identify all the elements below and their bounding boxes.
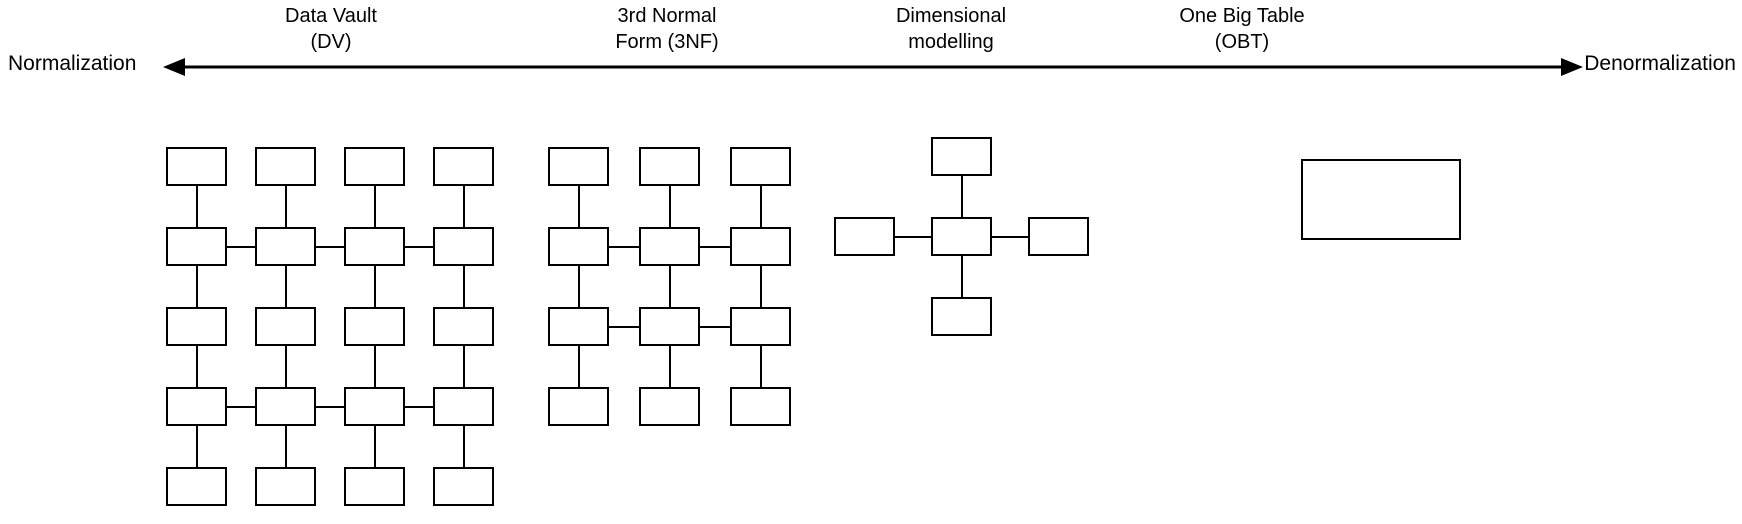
node-box [433,147,494,186]
connector-vertical [577,266,580,307]
connector-horizontal [700,325,730,328]
connector-vertical [759,266,762,307]
connector-horizontal [316,405,344,408]
node-box [639,227,700,266]
node-box-dimension [931,137,992,176]
connector-horizontal [895,235,931,238]
stage-label-data-vault: Data Vault (DV) [285,3,377,55]
connector-vertical [668,346,671,387]
node-box [548,307,609,346]
node-box [255,227,316,266]
connector-vertical [284,266,287,307]
node-box [548,387,609,426]
connector-horizontal [405,405,433,408]
stage-label-dimensional-modelling: Dimensional modelling [896,3,1006,55]
connector-vertical [195,266,198,307]
node-box [730,147,791,186]
connector-vertical [960,176,963,217]
stage-label-line1: Dimensional [895,5,1007,27]
node-box [344,307,405,346]
connector-horizontal [316,245,344,248]
node-box-dimension [1028,217,1089,256]
node-box [433,467,494,506]
node-box [255,307,316,346]
connector-vertical [373,186,376,227]
connector-vertical [462,346,465,387]
stage-label-line1: Data Vault [285,5,377,27]
node-box [433,307,494,346]
connector-vertical [577,346,580,387]
node-box [166,387,227,426]
axis-label-normalization: Normalization [8,52,137,75]
connector-horizontal [227,245,255,248]
node-box [639,307,700,346]
node-box [433,227,494,266]
node-box [730,307,791,346]
normalization-spectrum-arrow [163,58,1583,76]
node-box [548,227,609,266]
connector-vertical [373,346,376,387]
node-box-fact [931,217,992,256]
connector-vertical [284,346,287,387]
connector-horizontal [609,325,639,328]
connector-vertical [759,186,762,227]
node-box [639,387,700,426]
node-box-dimension [834,217,895,256]
node-box [730,227,791,266]
stage-label-line2: Form (3NF) [615,31,719,53]
node-box [166,467,227,506]
connector-vertical [960,256,963,297]
connector-vertical [195,346,198,387]
node-box [255,147,316,186]
node-box [730,387,791,426]
node-box [548,147,609,186]
node-box [344,467,405,506]
node-box [255,467,316,506]
connector-horizontal [609,245,639,248]
connector-vertical [195,186,198,227]
stage-label-line1: One Big Table [1179,5,1305,27]
node-box [639,147,700,186]
node-box [166,227,227,266]
axis-label-denormalization: Denormalization [1584,52,1736,75]
stage-label-line1: 3rd Normal [617,5,717,27]
node-box [344,147,405,186]
connector-vertical [284,186,287,227]
connector-vertical [577,186,580,227]
connector-vertical [668,266,671,307]
connector-horizontal [992,235,1028,238]
connector-horizontal [227,405,255,408]
node-box-one-big-table [1301,159,1461,240]
node-box-dimension [931,297,992,336]
stage-label-line2: (DV) [310,31,352,53]
connector-vertical [195,426,198,467]
connector-vertical [462,266,465,307]
connector-vertical [462,426,465,467]
connector-vertical [284,426,287,467]
connector-vertical [668,186,671,227]
connector-vertical [373,266,376,307]
connector-vertical [373,426,376,467]
node-box [166,147,227,186]
connector-vertical [759,346,762,387]
stage-label-line2: (OBT) [1214,31,1270,53]
stage-label-third-normal-form: 3rd Normal Form (3NF) [615,3,718,55]
node-box [433,387,494,426]
node-box [344,387,405,426]
node-box [166,307,227,346]
connector-horizontal [405,245,433,248]
stage-label-one-big-table: One Big Table (OBT) [1179,3,1304,55]
connector-vertical [462,186,465,227]
node-box [255,387,316,426]
stage-label-line2: modelling [908,31,994,53]
node-box [344,227,405,266]
connector-horizontal [700,245,730,248]
